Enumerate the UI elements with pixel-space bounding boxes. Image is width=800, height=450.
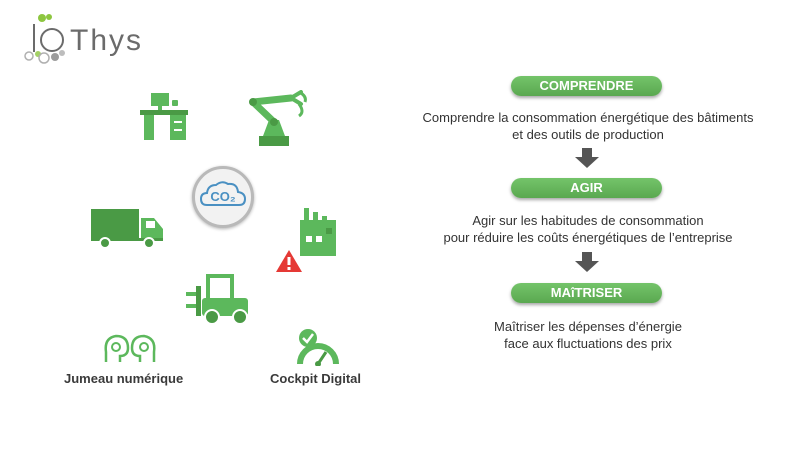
co2-badge: CO₂ bbox=[192, 166, 254, 228]
arrow-down-icon bbox=[575, 148, 599, 168]
step-maitriser-description: Maîtriser les dépenses d’énergie face au… bbox=[494, 319, 682, 351]
caption-digital-twin: Jumeau numérique bbox=[64, 371, 184, 386]
cloud-icon bbox=[199, 181, 247, 206]
arrow-down-icon bbox=[575, 252, 599, 272]
warning-icon bbox=[276, 250, 302, 272]
cockpit-gauge-icon bbox=[297, 329, 339, 366]
desk-icon bbox=[140, 93, 188, 140]
co2-label: CO₂ bbox=[210, 189, 236, 204]
step-agir-description: Agir sur les habitudes de consommation p… bbox=[443, 213, 733, 245]
logo-graphic: Thys bbox=[24, 14, 143, 64]
step-comprendre-button[interactable]: COMPRENDRE bbox=[511, 76, 662, 96]
factory-icon bbox=[300, 208, 336, 256]
forklift-icon bbox=[186, 274, 248, 325]
logo-wordmark: Thys bbox=[70, 24, 143, 57]
step-comprendre-description: Comprendre la consommation énergétique d… bbox=[422, 110, 754, 142]
step-agir-button[interactable]: AGIR bbox=[511, 178, 662, 198]
digital-twin-icon bbox=[104, 334, 156, 362]
iothys-logo: Thys bbox=[22, 10, 172, 65]
caption-cockpit-digital: Cockpit Digital bbox=[270, 371, 362, 386]
robot-arm-icon bbox=[249, 90, 307, 146]
step-maitriser-button[interactable]: MAîTRISER bbox=[511, 283, 662, 303]
truck-icon bbox=[91, 209, 163, 249]
